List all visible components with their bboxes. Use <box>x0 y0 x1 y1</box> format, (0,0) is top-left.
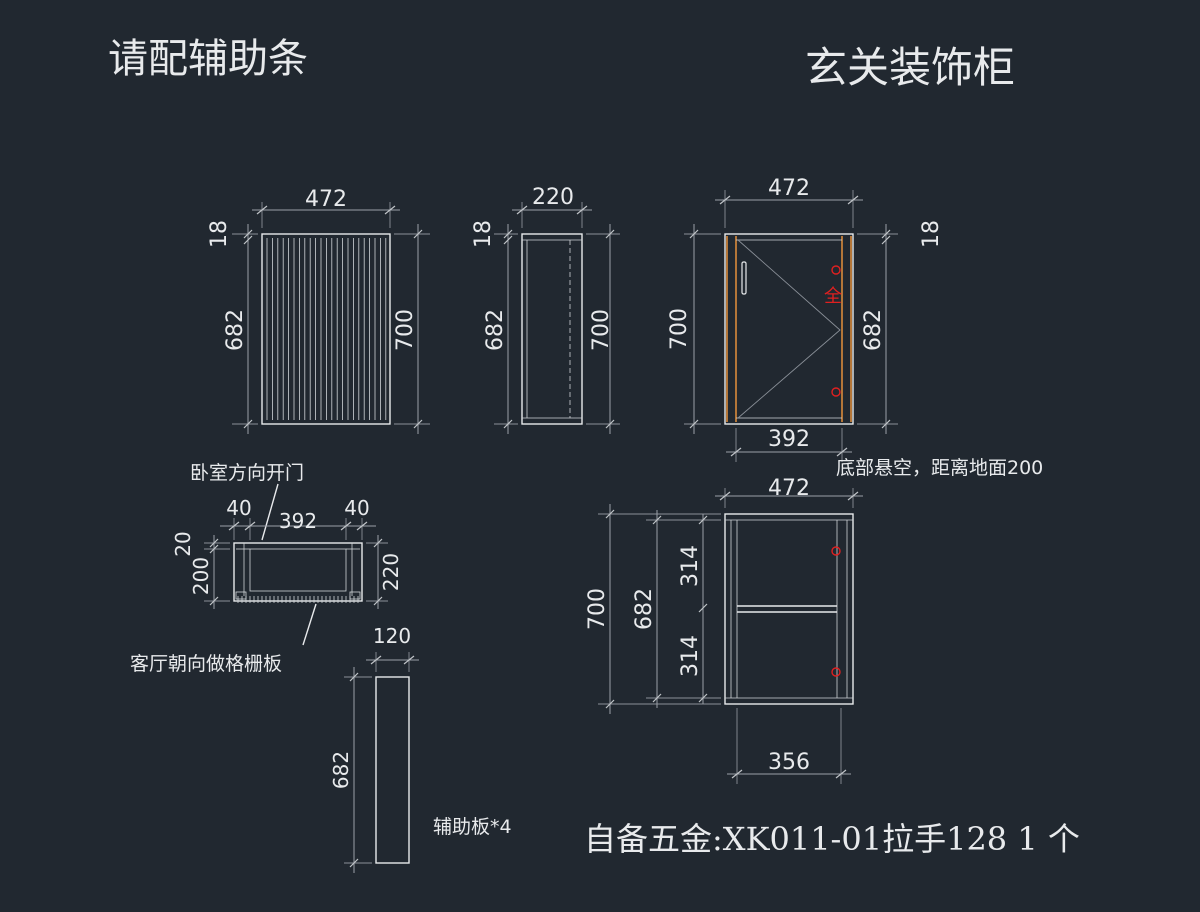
dim-plan-mid: 392 <box>279 509 317 533</box>
hinge-icon <box>831 546 841 556</box>
grille-outline <box>261 233 391 425</box>
dim-two-door-inner: 682 <box>632 588 657 630</box>
handle-icon <box>741 261 747 295</box>
dim-plan-right-h: 220 <box>379 553 403 591</box>
title-left: 请配辅助条 <box>108 36 308 82</box>
dim-inner-height: 682 <box>223 309 248 351</box>
dim-door-inner-height: 682 <box>861 309 886 351</box>
dim-plan-left-h: 200 <box>189 557 213 595</box>
note-bottom-floating: 底部悬空，距离地面200 <box>836 457 1043 479</box>
view-two-door-front: 472 356 700 682 314 314 <box>585 476 863 784</box>
dim-side-inner-height: 682 <box>483 309 508 351</box>
note-grille-side: 客厅朝向做格栅板 <box>130 653 282 675</box>
dim-door-width: 472 <box>768 176 810 201</box>
dim-door-top-thk: 18 <box>919 220 944 248</box>
hardware-mark: 全 <box>824 286 842 307</box>
dim-plan-left-gap: 40 <box>226 496 251 520</box>
dim-strip-width: 120 <box>373 624 411 648</box>
title-right: 玄关装饰柜 <box>805 43 1015 92</box>
hinge-icon <box>831 667 841 677</box>
dim-two-door-lower: 314 <box>678 635 703 677</box>
view-door-front: 全 472 392 700 18 682 <box>667 176 944 462</box>
dim-height: 700 <box>393 309 418 351</box>
view-grille-front: 472 18 682 700 <box>207 187 430 434</box>
dim-top-thk: 18 <box>207 220 232 248</box>
dim-plan-right-gap: 40 <box>344 496 369 520</box>
hinge-icon <box>831 265 841 275</box>
dim-plan-top: 20 <box>171 531 195 556</box>
hinge-icon <box>831 387 841 397</box>
dim-two-door-bottom: 356 <box>768 750 810 775</box>
dim-side-width: 220 <box>532 185 574 210</box>
dim-two-door-height: 700 <box>585 588 610 630</box>
dim-door-bottom: 392 <box>768 427 810 452</box>
note-door-direction: 卧室方向开门 <box>190 462 304 484</box>
grille-slats <box>266 238 387 420</box>
dim-side-height: 700 <box>589 309 614 351</box>
view-plan: 卧室方向开门 40 392 40 20 200 <box>130 462 403 675</box>
dim-two-door-width: 472 <box>768 476 810 501</box>
view-strip: 120 682 辅助板*4 <box>329 624 512 873</box>
strip-label: 辅助板*4 <box>433 816 512 838</box>
hardware-note: 自备五金:XK011-01拉手128 1 个 <box>584 820 1080 858</box>
dim-two-door-upper: 314 <box>678 545 703 587</box>
plan-grille-slats <box>237 596 359 603</box>
dim-width: 472 <box>305 187 347 212</box>
view-side: 220 18 682 700 <box>471 185 620 434</box>
dim-strip-height: 682 <box>329 751 353 789</box>
dim-side-top-thk: 18 <box>471 220 496 248</box>
dim-door-height: 700 <box>667 308 692 350</box>
